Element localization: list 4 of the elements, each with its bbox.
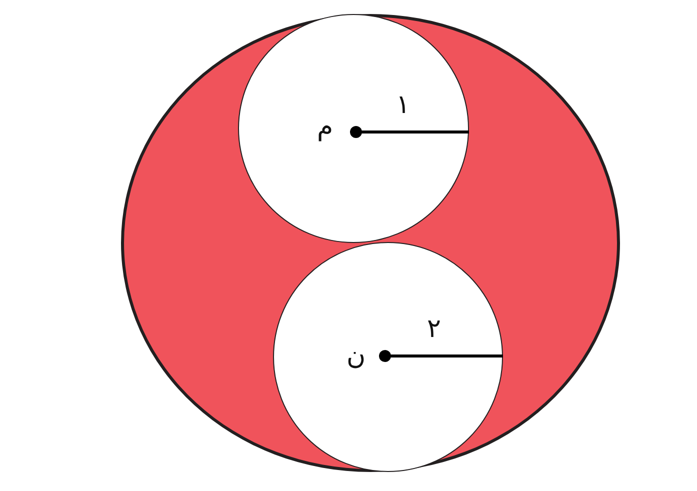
radius-label: ۲ (427, 316, 441, 342)
center-label: ن (346, 343, 366, 369)
radius-label: ۱ (396, 92, 410, 118)
center-label: م (316, 114, 334, 140)
